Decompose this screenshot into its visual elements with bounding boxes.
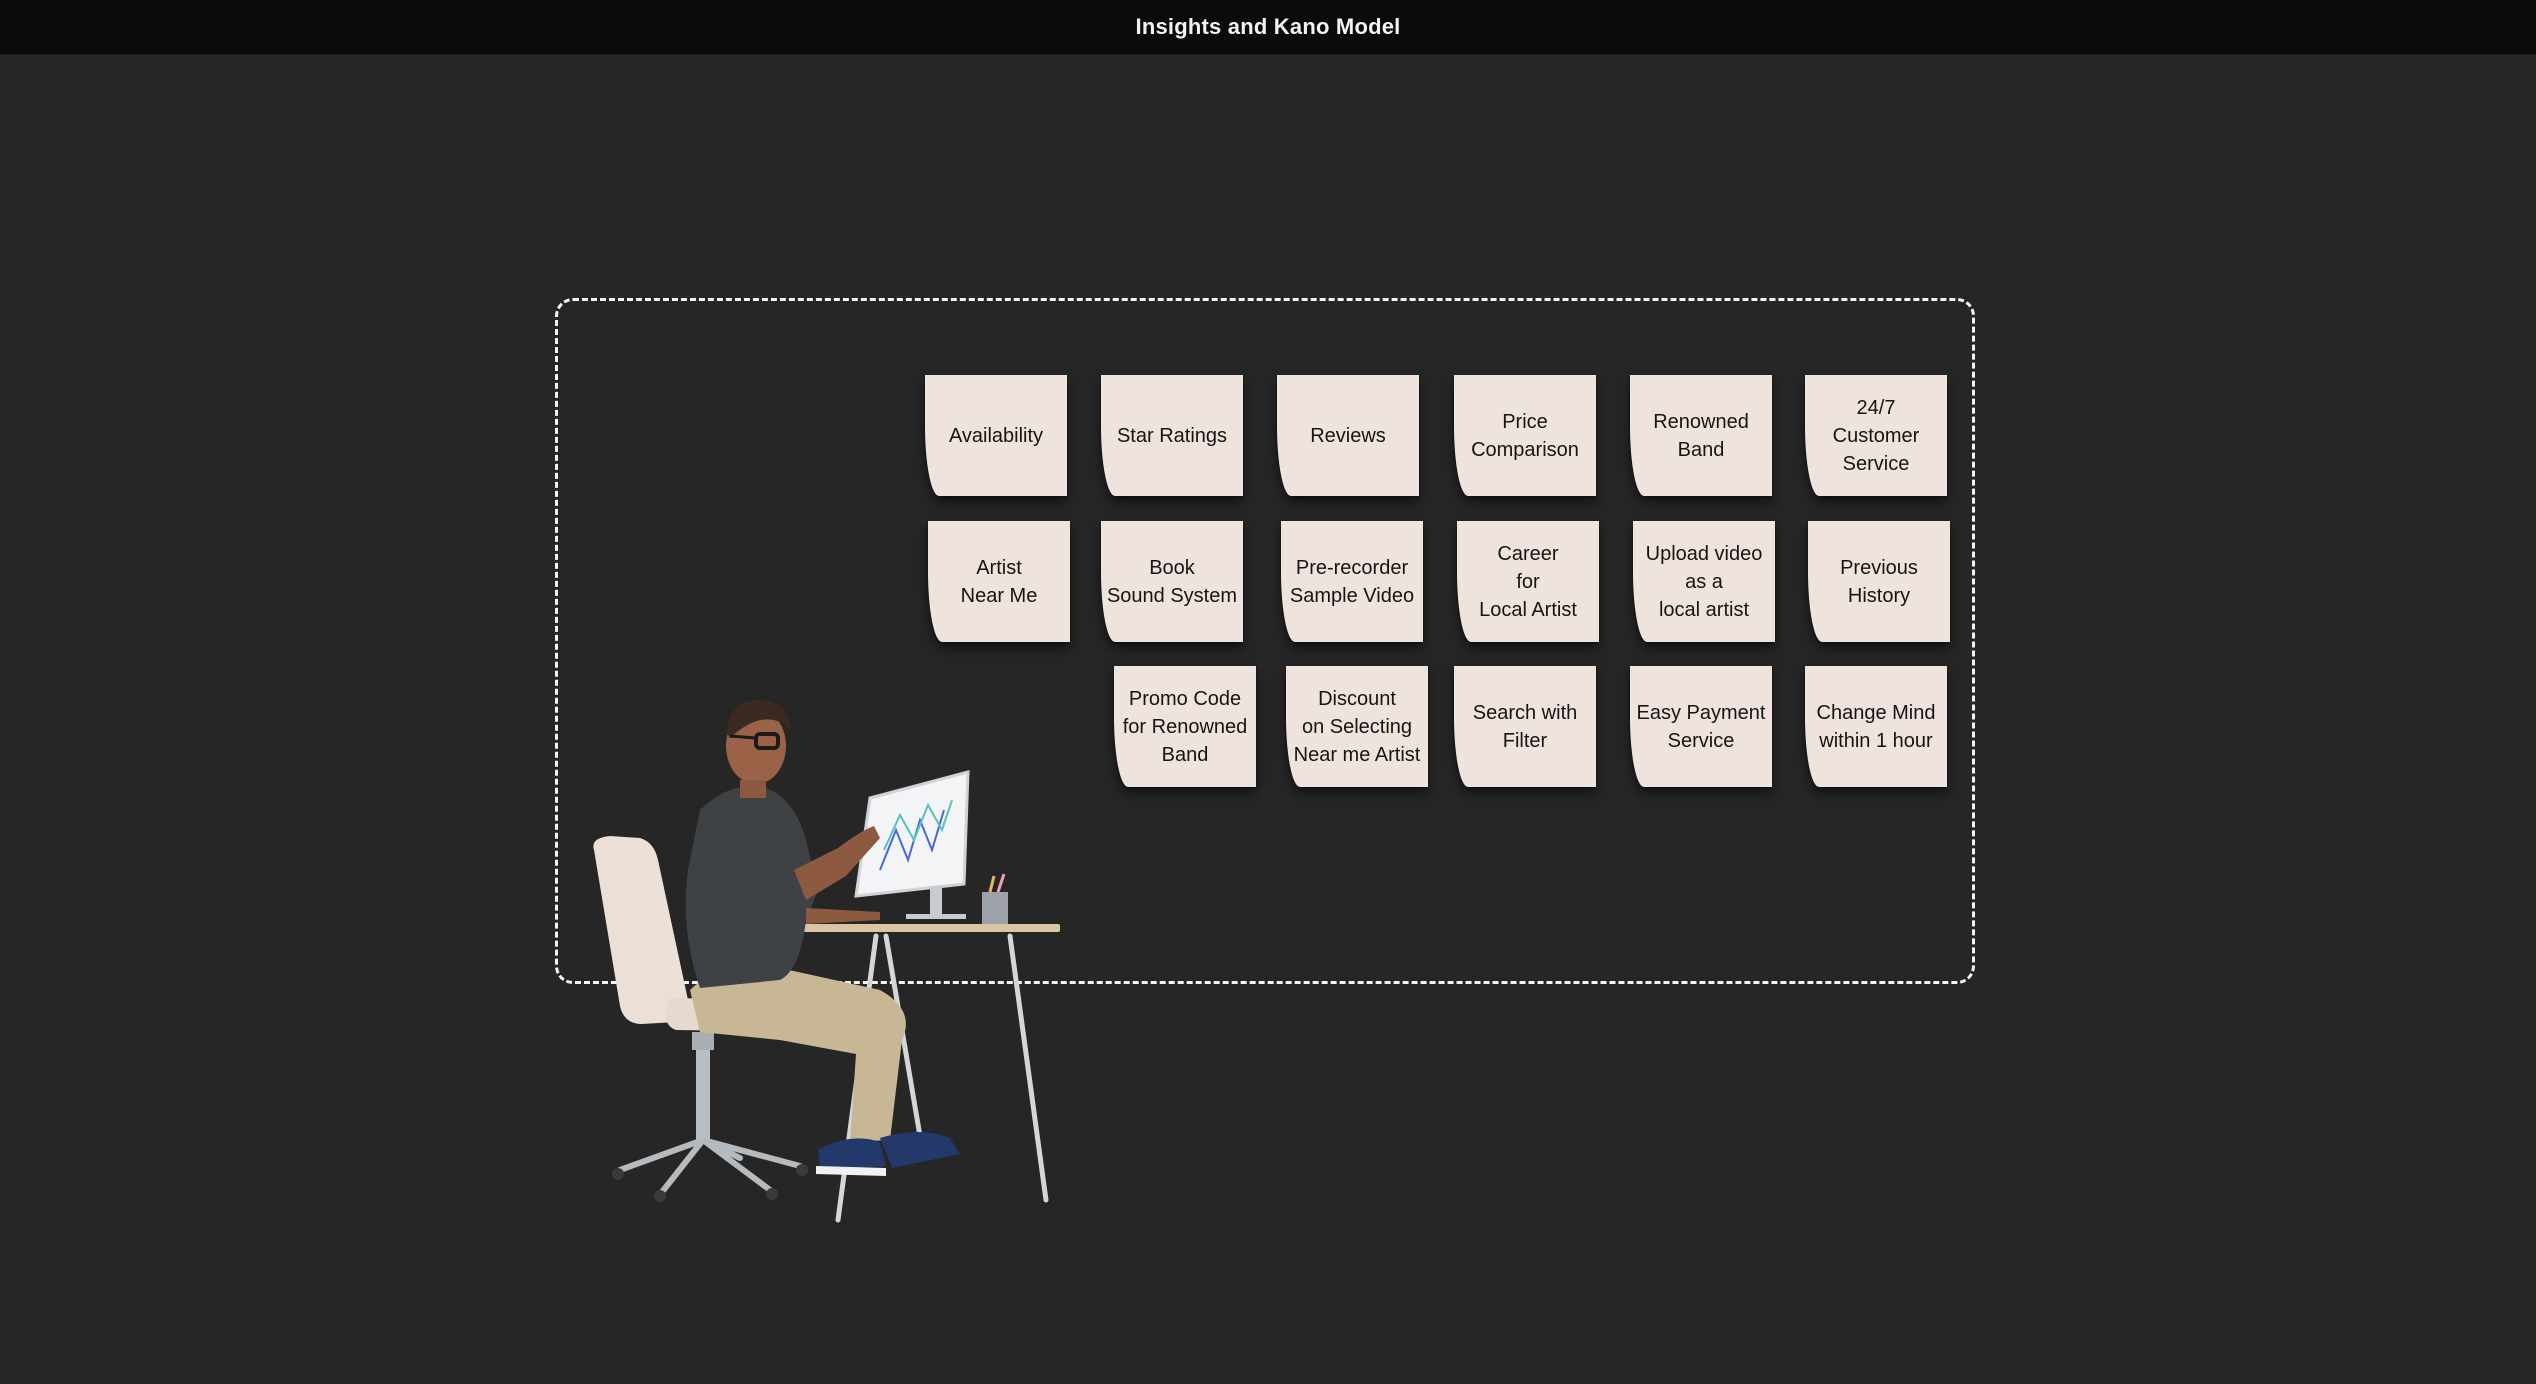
section-frame[interactable] [555, 298, 1975, 984]
sticky-note[interactable]: Change Mind within 1 hour [1805, 666, 1947, 787]
sticky-note[interactable]: Artist Near Me [928, 521, 1070, 642]
sticky-note[interactable]: 24/7 Customer Service [1805, 375, 1947, 496]
sticky-note[interactable]: Upload video as a local artist [1633, 521, 1775, 642]
person-at-desk-illustration [593, 700, 1060, 1223]
sticky-note[interactable]: Reviews [1277, 375, 1419, 496]
sticky-note[interactable]: Availability [925, 375, 1067, 496]
sticky-note[interactable]: Book Sound System [1101, 521, 1243, 642]
sticky-note[interactable]: Price Comparison [1454, 375, 1596, 496]
sticky-note[interactable]: Easy Payment Service [1630, 666, 1772, 787]
page-title: Insights and Kano Model [1135, 14, 1401, 39]
sticky-note[interactable]: Discount on Selecting Near me Artist [1286, 666, 1428, 787]
sticky-note[interactable]: Star Ratings [1101, 375, 1243, 496]
sticky-note[interactable]: Previous History [1808, 521, 1950, 642]
sticky-note[interactable]: Search with Filter [1454, 666, 1596, 787]
sticky-note[interactable]: Renowned Band [1630, 375, 1772, 496]
sticky-note[interactable]: Promo Code for Renowned Band [1114, 666, 1256, 787]
top-bar: Insights and Kano Model [0, 0, 2536, 55]
sticky-note[interactable]: Pre-recorder Sample Video [1281, 521, 1423, 642]
sticky-note[interactable]: Career for Local Artist [1457, 521, 1599, 642]
